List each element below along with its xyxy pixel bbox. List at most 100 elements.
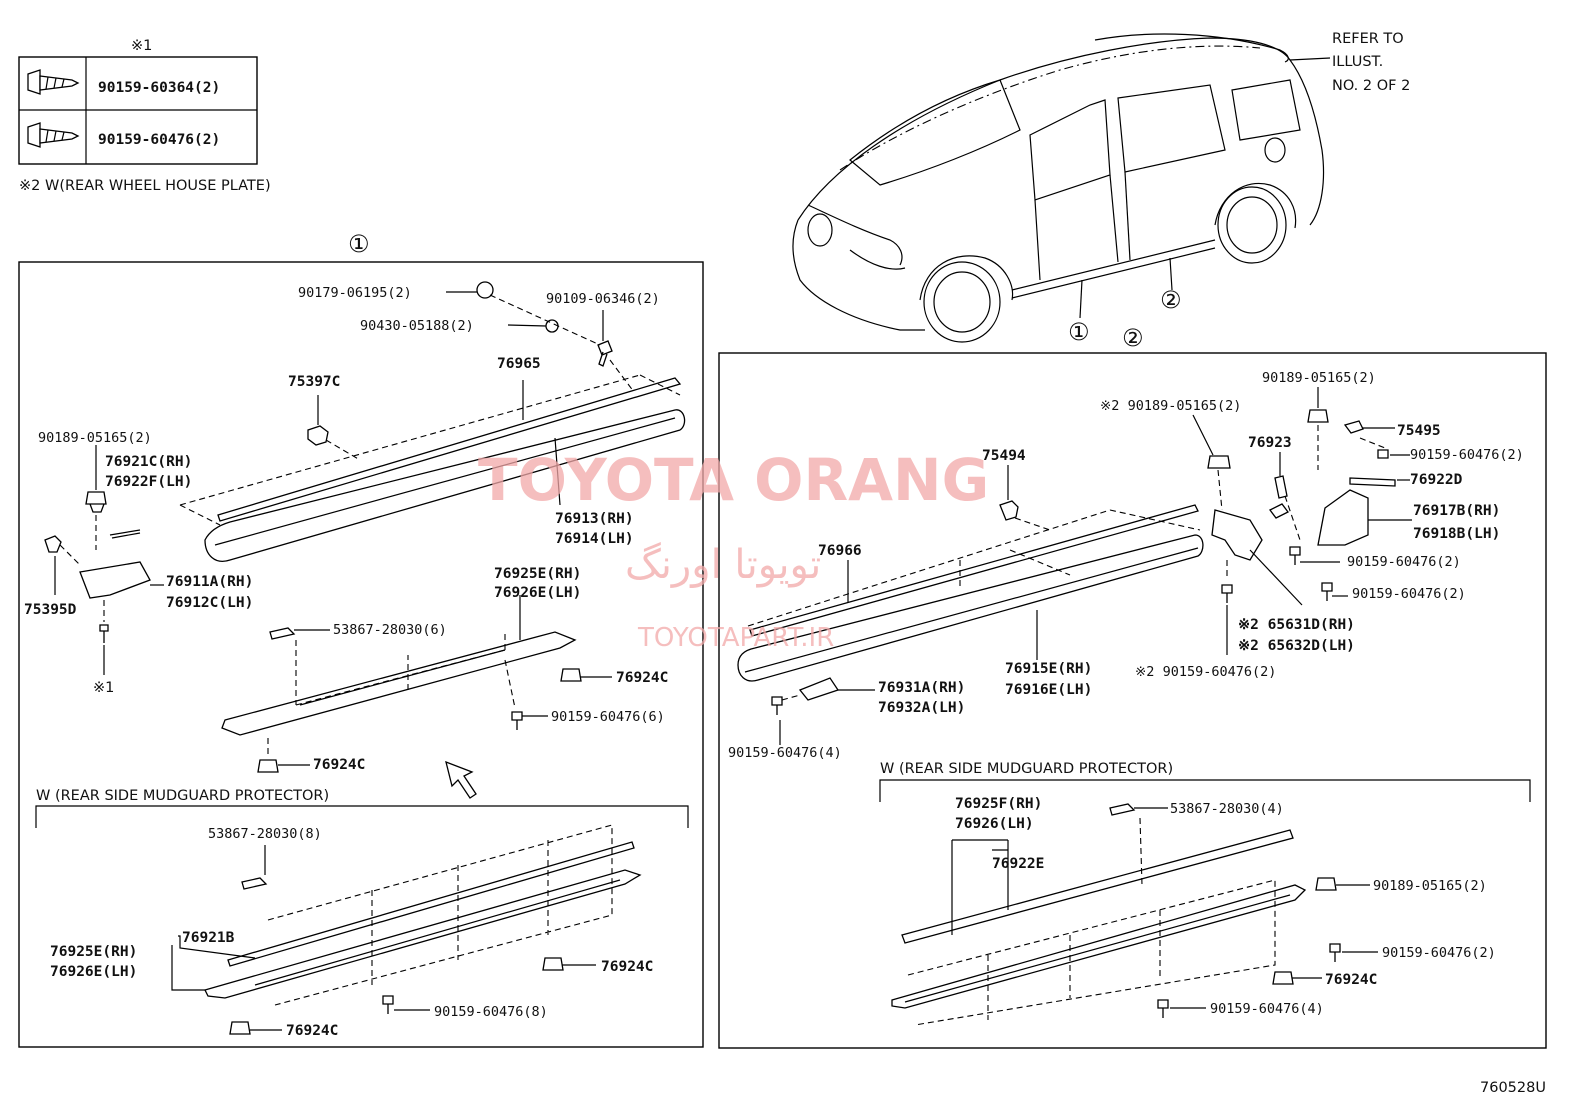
label-90159-4a: 90159-60476(4) (728, 745, 842, 761)
w-label-76926e: 76926E(LH) (50, 964, 137, 980)
bracket-76923 (1269, 475, 1289, 519)
label-90189-top: 90189-05165(2) (1262, 370, 1376, 386)
panel2-sub-title: W (REAR SIDE MUDGUARD PROTECTOR) (880, 761, 1173, 777)
label-mark1: ※1 (93, 680, 114, 696)
nut-76924c-a (560, 668, 582, 682)
label-90159-m2: ※2 90159-60476(2) (1135, 664, 1276, 680)
label-76965: 76965 (497, 356, 541, 372)
label-65631d: ※2 65631D(RH) (1238, 617, 1355, 633)
label-76923: 76923 (1248, 435, 1292, 451)
label-76912c: 76912C(LH) (166, 595, 253, 611)
label-76924c-a: 76924C (616, 670, 668, 686)
sill-plate-76925f (891, 884, 1307, 1009)
molding-76965 (217, 377, 682, 522)
w-label-53867: 53867-28030(8) (208, 826, 322, 842)
nut-clip-53867-w (1109, 803, 1136, 816)
w2-label-76922e: 76922E (992, 856, 1044, 872)
screw-bolt-icon (27, 122, 80, 148)
w2-label-76926: 76926(LH) (955, 816, 1034, 832)
w-label-90159-8: 90159-60476(8) (434, 1004, 548, 1020)
rocker-panel-76913 (204, 409, 686, 562)
clip-75397c (307, 425, 329, 446)
label-76911a: 76911A(RH) (166, 574, 253, 590)
label-76913: 76913(RH) (555, 511, 634, 527)
clip-90189-top (1307, 409, 1329, 423)
w-label-76925e: 76925E(RH) (50, 944, 137, 960)
label-76916e: 76916E(LH) (1005, 682, 1092, 698)
w-label-76924c-a: 76924C (601, 959, 653, 975)
label-75495: 75495 (1397, 423, 1441, 439)
w2-label-53867: 53867-28030(4) (1170, 801, 1284, 817)
sill-plate-76925e-w (204, 869, 642, 999)
label-76931a: 76931A(RH) (878, 680, 965, 696)
rocker-panel-76915e (737, 534, 1204, 682)
note-rear-wheel-house: ※2 W(REAR WHEEL HOUSE PLATE) (19, 178, 271, 194)
clip-90189-left (85, 491, 107, 513)
strip-76922d (1349, 477, 1396, 487)
mudguard-76917b (1317, 489, 1369, 546)
watermark-site: TOYOTAPART.IR (637, 623, 834, 653)
label-76921c: 76921C(RH) (105, 454, 192, 470)
refer-line-3: NO. 2 OF 2 (1332, 78, 1410, 94)
label-76924c-b: 76924C (313, 757, 365, 773)
mudguard-76911a (79, 561, 151, 599)
label-76926e: 76926E(LH) (494, 585, 581, 601)
plate-65631d (1211, 509, 1263, 561)
table-row-1-part: 90159-60364(2) (98, 80, 220, 96)
vehicle-illustration (792, 33, 1331, 343)
watermark-persian: تویوتا اورنگ (625, 542, 821, 588)
label-76918b: 76918B(LH) (1413, 526, 1500, 542)
watermark-main: TOYOTA ORANG (478, 446, 989, 514)
strip-76922e (901, 829, 1294, 944)
label-90159-6: 90159-60476(6) (551, 709, 665, 725)
panel-2: W (REAR SIDE MUDGUARD PROTECTOR) (718, 352, 1547, 1049)
label-90189: 90189-05165(2) (38, 430, 152, 446)
front-arrow-icon (445, 760, 477, 799)
table-row-2-part: 90159-60476(2) (98, 132, 220, 148)
strip-76921b (227, 841, 635, 967)
car-callout-2: ② (1160, 286, 1182, 314)
nut-clip-53867 (269, 627, 296, 640)
label-90159-mid: 90159-60476(2) (1347, 554, 1461, 570)
label-75397c: 75397C (288, 374, 340, 390)
w2-label-90189: 90189-05165(2) (1373, 878, 1487, 894)
clip-90179 (476, 281, 494, 299)
label-76915e: 76915E(RH) (1005, 661, 1092, 677)
clip-90189-m2 (1207, 455, 1231, 469)
label-65632d: ※2 65632D(LH) (1238, 638, 1355, 654)
section-1-label: ① (348, 230, 370, 258)
label-90159-r: 90159-60476(2) (1410, 447, 1524, 463)
drawing-number: 760528U (1480, 1080, 1546, 1096)
label-90109: 90109-06346(2) (546, 291, 660, 307)
car-callout-1: ① (1068, 318, 1090, 346)
clip-75494 (999, 500, 1019, 521)
nut-76924c-b (257, 759, 279, 773)
label-76932a: 76932A(LH) (878, 700, 965, 716)
label-90159-low: 90159-60476(2) (1352, 586, 1466, 602)
refer-line-1: REFER TO (1332, 31, 1404, 47)
w2-label-90159-4: 90159-60476(4) (1210, 1001, 1324, 1017)
label-90430: 90430-05188(2) (360, 318, 474, 334)
label-76922d: 76922D (1410, 472, 1463, 488)
label-76922f: 76922F(LH) (105, 474, 192, 490)
clip-75495 (1343, 420, 1364, 434)
sill-plate-76925e (221, 631, 577, 736)
bracket-76931a (798, 677, 840, 701)
label-76925e: 76925E(RH) (494, 566, 581, 582)
label-75395d: 75395D (24, 602, 77, 618)
refer-line-2: ILLUST. (1332, 54, 1383, 70)
w-label-76921b: 76921B (182, 930, 235, 946)
fastener-table: ※1 90159-60364(2) 90159-60476(2) (18, 38, 258, 165)
panel1-sub-title: W (REAR SIDE MUDGUARD PROTECTOR) (36, 788, 329, 804)
screw-bolt-icon (27, 69, 80, 95)
panel-1: W (REAR SIDE MUDGUARD PROTECTOR) (18, 261, 704, 1048)
label-76917b: 76917B(RH) (1413, 503, 1500, 519)
w2-label-90159-2: 90159-60476(2) (1382, 945, 1496, 961)
label-76966: 76966 (818, 543, 862, 559)
w2-label-76925f: 76925F(RH) (955, 796, 1042, 812)
clip-75395d (44, 535, 62, 553)
table-note-mark: ※1 (131, 38, 152, 54)
label-75494: 75494 (982, 448, 1026, 464)
label-76914: 76914(LH) (555, 531, 634, 547)
